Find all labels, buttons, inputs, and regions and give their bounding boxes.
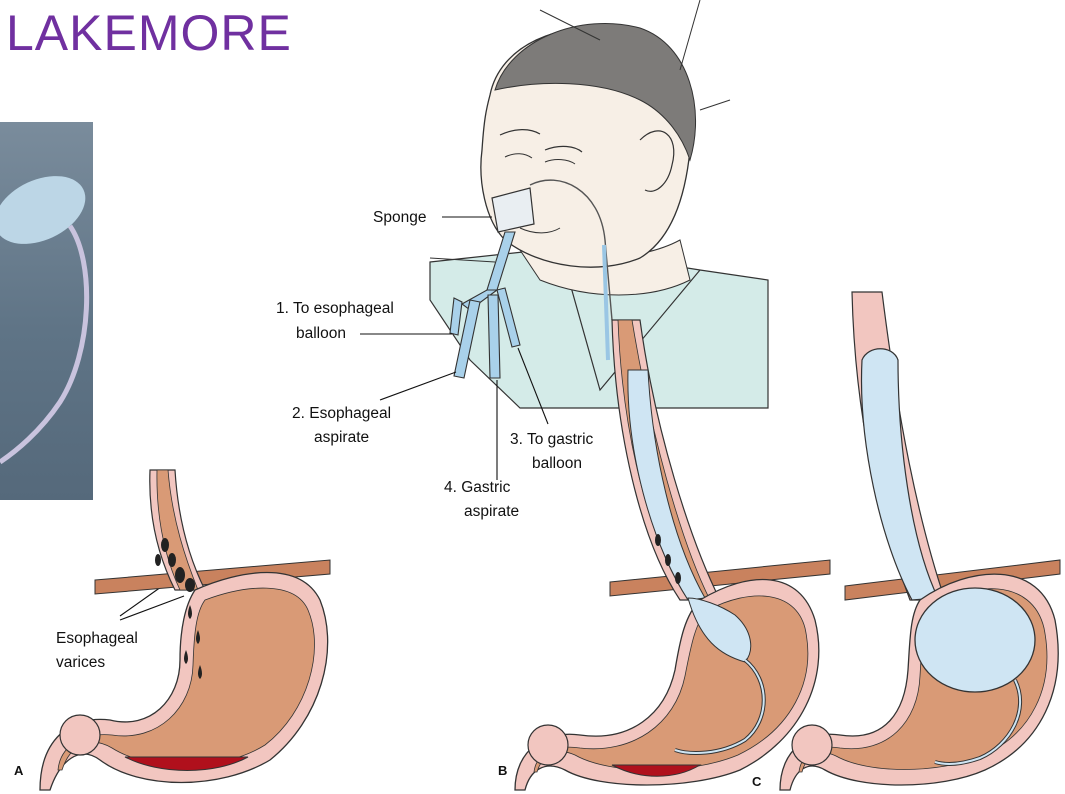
patient-illustration [430,0,768,408]
label-gastric-aspirate-2: aspirate [464,503,519,520]
panel-letter-c: C [752,774,762,789]
label-esophageal-balloon-1: 1. To esophageal [276,300,394,317]
label-gastric-aspirate-1: 4. Gastric [444,479,511,496]
panel-letter-b: B [498,763,507,778]
panel-c-stomach [780,292,1060,790]
label-varices-2: varices [56,654,105,671]
label-gastric-balloon-1: 3. To gastric [510,431,594,448]
label-esophageal-aspirate-2: aspirate [314,429,369,446]
panel-letter-a: A [14,763,24,778]
label-esophageal-aspirate-1: 2. Esophageal [292,405,391,422]
label-gastric-balloon-2: balloon [532,455,582,472]
label-sponge: Sponge [373,209,426,226]
label-varices-1: Esophageal [56,630,138,647]
label-esophageal-balloon-2: balloon [296,325,346,342]
